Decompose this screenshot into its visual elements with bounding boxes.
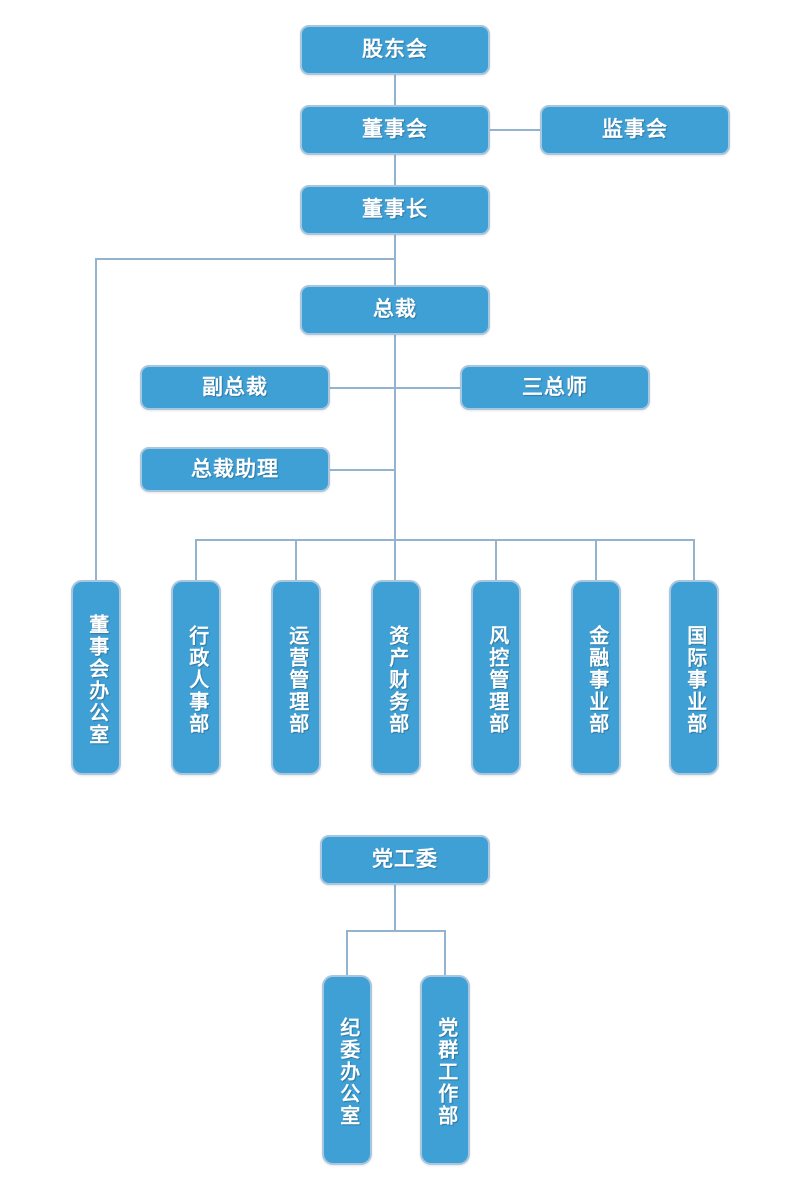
connector-vice-president-link (330, 387, 396, 389)
connector-drop-risk-control (495, 539, 497, 580)
node-risk-control-dept[interactable]: 风控管理部 (471, 580, 521, 775)
node-admin-hr-dept[interactable]: 行政人事部 (171, 580, 221, 775)
connector-drop-financial (595, 539, 597, 580)
node-discipline-office[interactable]: 纪委办公室 (322, 975, 372, 1165)
node-chairman[interactable]: 董事长 (300, 185, 490, 235)
connector-board-office-drop (95, 258, 97, 585)
connector-drop-operation (295, 539, 297, 580)
connector-drop-discipline-office (346, 930, 348, 975)
node-asset-finance-dept[interactable]: 资产财务部 (371, 580, 421, 775)
connector-president-assistant-link (330, 469, 396, 471)
node-party-work-committee[interactable]: 党工委 (320, 835, 490, 885)
node-financial-business-dept[interactable]: 金融事业部 (571, 580, 621, 775)
node-vice-president[interactable]: 副总裁 (140, 365, 330, 410)
node-president-assistant[interactable]: 总裁助理 (140, 447, 330, 492)
connector-board-to-supervisors (490, 129, 540, 131)
connector-board-to-chairman (394, 155, 396, 185)
node-president[interactable]: 总裁 (300, 285, 490, 335)
connector-party-trunk (394, 885, 396, 930)
node-board-office[interactable]: 董事会办公室 (71, 580, 121, 775)
connector-three-chiefs-link (394, 387, 460, 389)
node-board-of-directors[interactable]: 董事会 (300, 105, 490, 155)
node-board-of-supervisors[interactable]: 监事会 (540, 105, 730, 155)
connector-party-bus (346, 930, 446, 932)
node-shareholders-meeting[interactable]: 股东会 (300, 25, 490, 75)
connector-drop-admin-hr (195, 539, 197, 580)
connector-department-bus (195, 539, 695, 541)
connector-president-trunk (394, 335, 396, 580)
connector-drop-party-mass (444, 930, 446, 975)
connector-drop-international (693, 539, 695, 580)
connector-chairman-left-bus (95, 258, 396, 260)
node-international-business-dept[interactable]: 国际事业部 (669, 580, 719, 775)
connector-chairman-trunk (394, 235, 396, 285)
node-operation-mgmt-dept[interactable]: 运营管理部 (271, 580, 321, 775)
connector-shareholders-to-board (394, 75, 396, 105)
node-party-mass-work-dept[interactable]: 党群工作部 (420, 975, 470, 1165)
node-three-chief-engineers[interactable]: 三总师 (460, 365, 650, 410)
